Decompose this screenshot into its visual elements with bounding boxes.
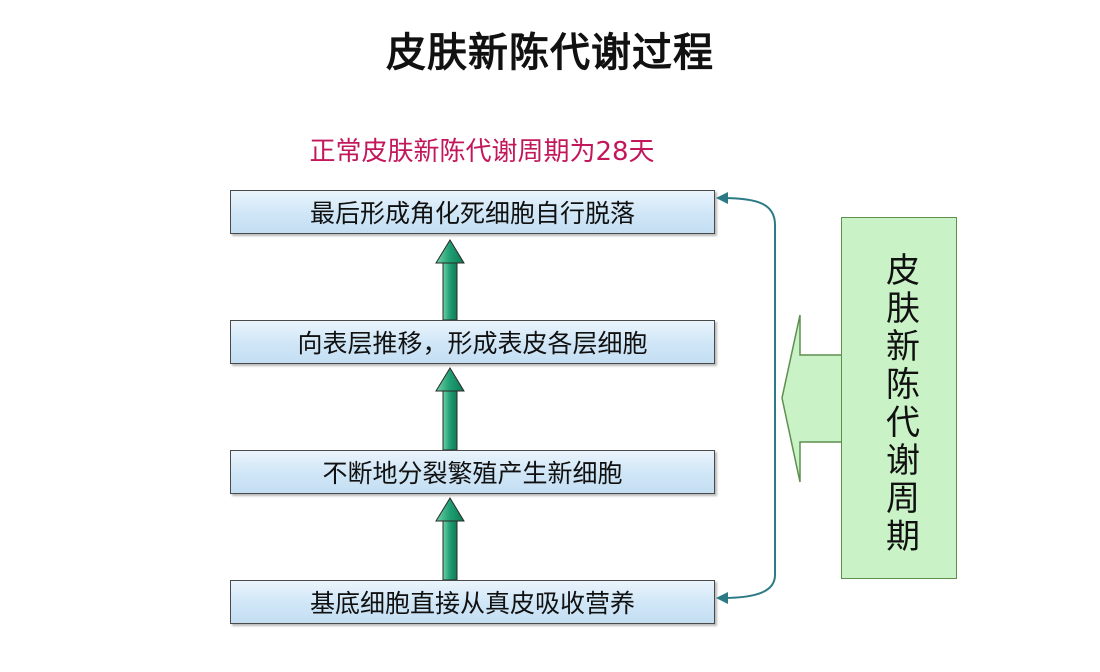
up-arrow-1 — [435, 239, 465, 321]
loop-arrowhead-top — [716, 192, 728, 204]
loop-arrowhead-bottom — [716, 592, 728, 604]
cycle-label-text: 皮肤新陈代谢周期 — [879, 252, 920, 556]
step-basal-cells-nutrition: 基底细胞直接从真皮吸收营养 — [230, 580, 715, 624]
cycle-pointer-arrow — [781, 314, 843, 483]
up-arrow-2 — [435, 367, 465, 451]
page-title: 皮肤新陈代谢过程 — [386, 30, 714, 76]
step-push-to-surface: 向表层推移，形成表皮各层细胞 — [230, 320, 715, 364]
cycle-loop-arrow — [721, 197, 776, 599]
up-arrow-3 — [435, 497, 465, 581]
step-cell-division: 不断地分裂繁殖产生新细胞 — [230, 450, 715, 494]
step-shed-dead-cells: 最后形成角化死细胞自行脱落 — [230, 190, 715, 234]
cycle-label-box: 皮肤新陈代谢周期 — [841, 217, 957, 579]
cycle-duration-subtitle: 正常皮肤新陈代谢周期为28天 — [309, 137, 655, 167]
